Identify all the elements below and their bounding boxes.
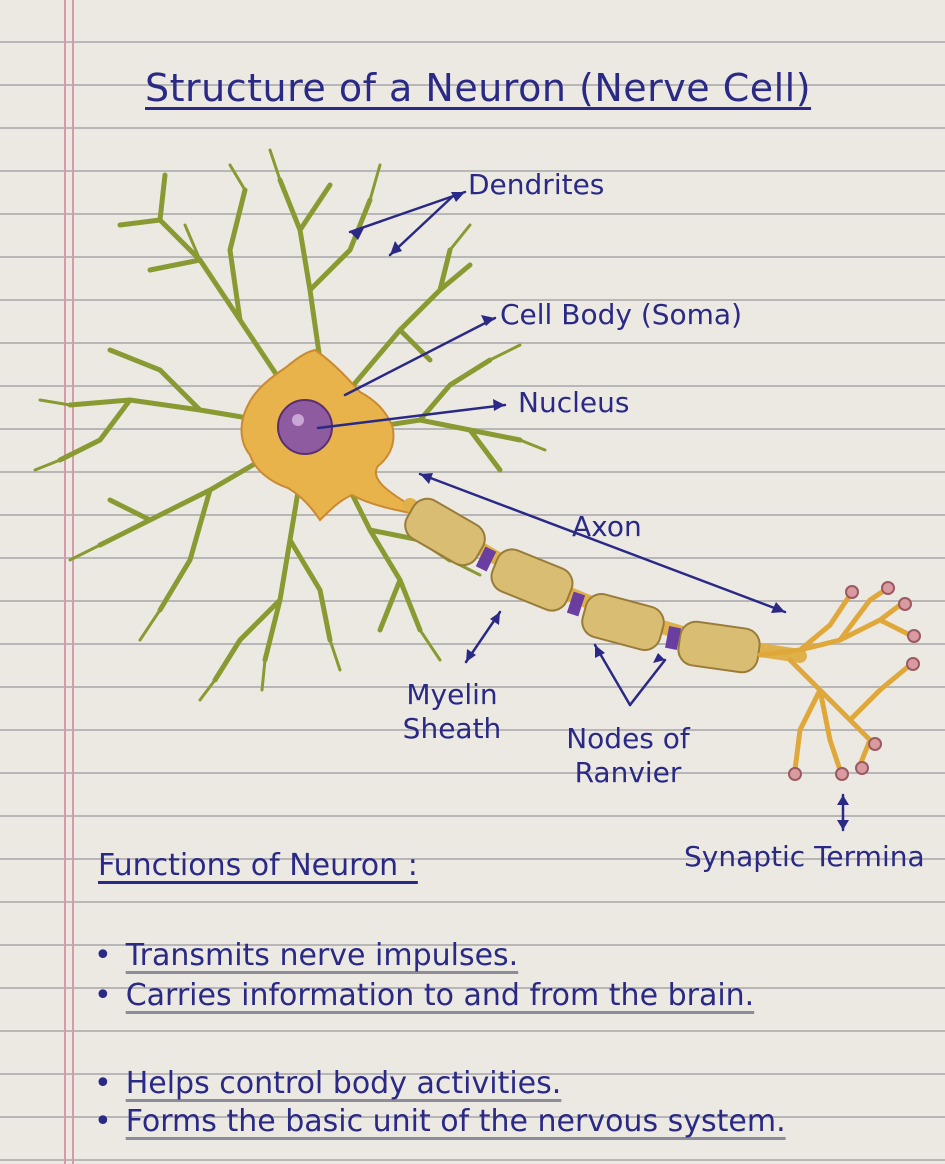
label-dendrites: Dendrites — [468, 168, 605, 201]
label-myelin-line2: Sheath — [402, 712, 502, 745]
label-nodes-line1: Nodes of — [566, 722, 690, 755]
pointer-cell-body — [343, 316, 497, 397]
pointer-dendrites-2 — [388, 195, 454, 257]
function-item: Transmits nerve impulses. — [94, 938, 519, 973]
nucleolus-drawing — [292, 414, 304, 426]
pointer-dendrites-1 — [348, 190, 467, 234]
pointer-node-2 — [628, 658, 667, 707]
axon-terminal-drawing — [757, 587, 913, 773]
page-title: Structure of a Neuron (Nerve Cell) — [145, 66, 812, 110]
function-item: Forms the basic unit of the nervous syst… — [94, 1104, 786, 1139]
arrowheads — [350, 192, 849, 830]
dendrites-drawing — [33, 148, 547, 702]
synaptic-knobs-drawing — [788, 581, 921, 781]
myelin-sheath-drawing — [404, 497, 761, 674]
pointer-nucleus — [316, 403, 507, 430]
label-nodes-line2: Ranvier — [574, 756, 682, 789]
nodes-of-ranvier-drawing — [475, 546, 681, 650]
label-myelin-line1: Myelin — [406, 678, 498, 711]
function-item: Carries information to and from the brai… — [94, 978, 755, 1013]
functions-heading: Functions of Neuron : — [98, 848, 418, 883]
label-synaptic-terminal: Synaptic Termina — [684, 840, 925, 873]
pointer-axon — [418, 472, 787, 614]
label-axon: Axon — [572, 510, 642, 543]
label-cell-body: Cell Body (Soma) — [500, 298, 743, 331]
label-nodes-of-ranvier: Nodes of Ranvier — [548, 722, 708, 790]
function-item: Helps control body activities. — [94, 1066, 562, 1101]
margin-line-right — [72, 0, 74, 1164]
margin-line-left — [64, 0, 66, 1164]
label-nucleus: Nucleus — [518, 386, 630, 419]
label-myelin-sheath: Myelin Sheath — [392, 678, 512, 746]
